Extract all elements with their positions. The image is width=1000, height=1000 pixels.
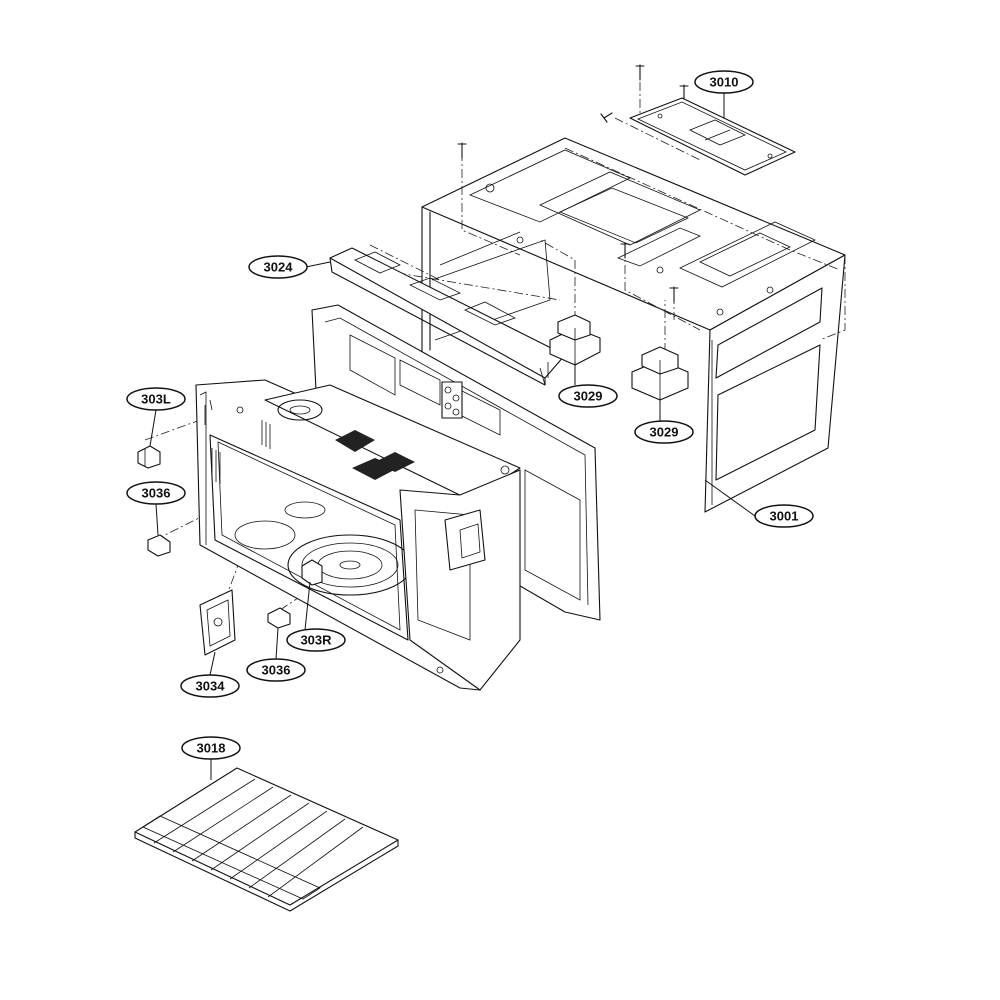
callout-bubble bbox=[126, 387, 186, 411]
callout-label: 3036 bbox=[142, 486, 171, 501]
top-cover-3010 bbox=[629, 97, 796, 176]
latch-303R bbox=[301, 559, 323, 586]
callout-leader bbox=[275, 627, 279, 660]
callout-label: 3024 bbox=[264, 260, 294, 275]
callout-label: 3018 bbox=[197, 741, 226, 756]
callout-3029: 3029 bbox=[634, 398, 694, 444]
callout-label: 3036 bbox=[262, 663, 291, 678]
callout-3029: 3029 bbox=[558, 362, 618, 408]
switch-3036-lower bbox=[267, 607, 291, 629]
callout-3036: 3036 bbox=[126, 481, 186, 536]
callout-bubble bbox=[246, 658, 306, 682]
wire-rack-3018 bbox=[134, 767, 399, 912]
callout-label: 3010 bbox=[710, 75, 739, 90]
callout-label: 303L bbox=[141, 392, 171, 407]
callout-bubble bbox=[558, 384, 618, 408]
waveguide-cover-3034 bbox=[199, 589, 236, 656]
switch-3029-a bbox=[549, 314, 601, 366]
callout-bubble bbox=[286, 628, 346, 652]
switch-3036-left bbox=[147, 534, 171, 557]
callout-3018: 3018 bbox=[181, 736, 241, 780]
callout-bubble bbox=[180, 674, 240, 698]
callout-leader bbox=[304, 581, 311, 631]
callout-leader bbox=[155, 503, 159, 536]
screws bbox=[457, 64, 689, 303]
callout-3010: 3010 bbox=[694, 70, 754, 118]
callout-bubble bbox=[634, 420, 694, 444]
callout-bubble bbox=[754, 504, 814, 528]
callout-leader bbox=[209, 651, 216, 676]
callout-bubble bbox=[248, 255, 308, 279]
callout-leader bbox=[704, 479, 756, 517]
callout-3036: 3036 bbox=[246, 627, 306, 682]
callout-303l: 303L bbox=[126, 387, 186, 447]
outer-cabinet-3001 bbox=[421, 137, 846, 513]
callout-bubble bbox=[694, 70, 754, 94]
callout-bubble bbox=[126, 481, 186, 505]
callout-leader bbox=[305, 261, 331, 268]
callout-303r: 303R bbox=[286, 581, 346, 652]
callout-label: 303R bbox=[300, 633, 332, 648]
callout-label: 3029 bbox=[650, 425, 679, 440]
callout-label: 3034 bbox=[196, 679, 226, 694]
callout-label: 3001 bbox=[770, 509, 799, 524]
part-callouts: 3010 3024 3029 3029 303L 3036 3001 303R 3034 3036… bbox=[126, 70, 814, 780]
callout-3001: 3001 bbox=[704, 479, 814, 528]
callout-3034: 3034 bbox=[180, 651, 240, 698]
switch-3029-b bbox=[631, 346, 689, 401]
callout-bubble bbox=[181, 736, 241, 760]
latch-303L bbox=[137, 445, 161, 469]
callout-label: 3029 bbox=[574, 389, 603, 404]
cavity-assembly bbox=[195, 304, 601, 691]
callout-3024: 3024 bbox=[248, 255, 331, 279]
callout-leader bbox=[149, 409, 157, 447]
